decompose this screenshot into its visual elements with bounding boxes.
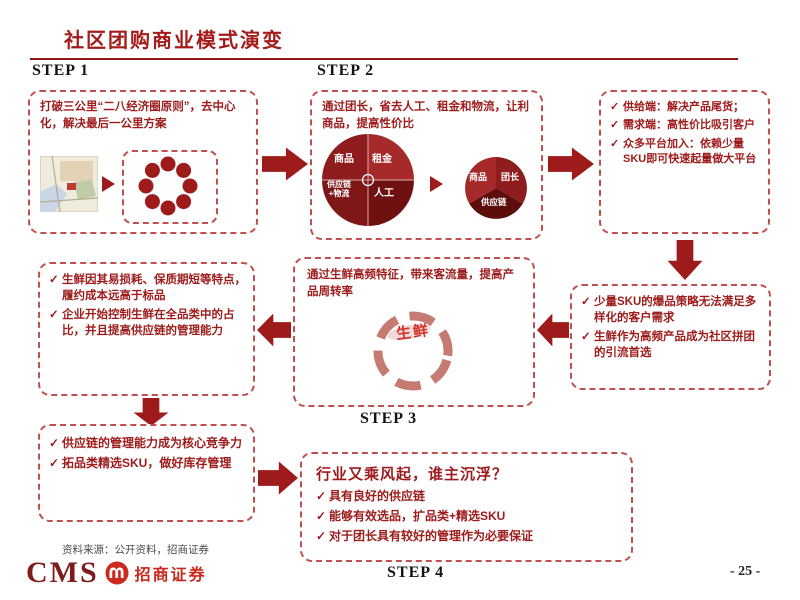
mini-arrow-pies-icon bbox=[430, 176, 443, 192]
pie-label-labor: 人工 bbox=[374, 188, 394, 199]
box-step4-title: 行业又乘风起，谁主沉浮？ bbox=[316, 466, 509, 483]
pie-chart-new-model: 商品 团长 供应链 bbox=[462, 154, 530, 222]
pie-label-supplychain: 供应链+物流 bbox=[327, 180, 351, 199]
map-region-green bbox=[74, 180, 96, 200]
bullet-text: 生鲜因其易损耗、保质期短等特点，履约成本远高于标品 bbox=[62, 274, 246, 303]
list-item: ✓企业开始控制生鲜在全品类中的占比，并且提高供应链的管理能力 bbox=[49, 307, 248, 339]
mini-arrow-right-icon bbox=[102, 176, 115, 192]
map-region-red bbox=[67, 183, 76, 190]
page-number: - 25 - bbox=[730, 564, 761, 579]
pie-slice-labor bbox=[368, 180, 414, 226]
list-item: ✓供给端：解决产品尾货； bbox=[610, 100, 763, 115]
bullet-text: 企业开始控制生鲜在全品类中的占比，并且提高供应链的管理能力 bbox=[62, 309, 235, 338]
list-item: ✓能够有效选品，扩品类+精选SKU bbox=[316, 508, 621, 525]
flow-arrow-fresh-supply bbox=[133, 398, 169, 426]
box-supply: ✓供应链的管理能力成为核心竞争力 ✓拓品类精选SKU，做好库存管理 bbox=[38, 424, 255, 522]
map-thumbnail bbox=[40, 156, 98, 212]
check-icon: ✓ bbox=[49, 274, 59, 286]
list-item: ✓少量SKU的爆品策略无法满足多样化的客户需求 bbox=[581, 294, 764, 326]
flow-arrow-sku-step3 bbox=[537, 313, 569, 347]
box-step2-text: 通过团长，省去人工、租金和物流，让利商品，提高性价比 bbox=[322, 101, 529, 130]
check-icon: ✓ bbox=[581, 331, 591, 344]
list-item: ✓生鲜作为高频产品成为社区拼团的引流首选 bbox=[581, 329, 764, 361]
map-region-tan bbox=[60, 161, 93, 181]
pie-label-leader: 团长 bbox=[501, 172, 520, 182]
pie-cost-svg bbox=[322, 134, 414, 226]
page-title: 社区团购商业模式演变 bbox=[64, 30, 284, 52]
pie-label-goods: 商品 bbox=[334, 154, 354, 165]
pie-label-rent: 租金 bbox=[372, 154, 392, 165]
pie-new-svg bbox=[465, 157, 527, 219]
pie-slice-rent bbox=[368, 134, 414, 180]
check-icon: ✓ bbox=[49, 309, 59, 322]
flow-arrow-step3-fresh bbox=[257, 313, 291, 347]
box-sku: ✓少量SKU的爆品策略无法满足多样化的客户需求 ✓生鲜作为高频产品成为社区拼团的… bbox=[570, 284, 771, 390]
title-rule bbox=[30, 58, 738, 60]
check-icon: ✓ bbox=[610, 119, 620, 132]
box-step1-text: 打破三公里“二八经济圈原则”，去中心化，解决最后一公里方案 bbox=[40, 101, 236, 130]
cms-logo-text: CMS bbox=[26, 556, 99, 589]
pie-slice-supplychain bbox=[322, 180, 368, 226]
pie-slice-supplychain2 bbox=[469, 188, 523, 219]
bullet-text: 供给端：解决产品尾货； bbox=[623, 101, 744, 113]
box-fresh: ✓生鲜因其易损耗、保质期短等特点，履约成本远高于标品 ✓企业开始控制生鲜在全品类… bbox=[38, 262, 255, 396]
bullet-text: 拓品类精选SKU，做好库存管理 bbox=[62, 455, 232, 470]
bullet-text: 供应链的管理能力成为核心竞争力 bbox=[62, 436, 243, 450]
map-region-blue bbox=[40, 184, 67, 212]
bullet-text: 众多平台加入：依赖少量SKU即可快速起量做大平台 bbox=[623, 137, 757, 166]
fresh-cycle-icon bbox=[373, 311, 453, 391]
box-step2: 通过团长，省去人工、租金和物流，让利商品，提高性价比 商品 租金 人工 供应链+… bbox=[310, 90, 543, 240]
box-step3-text: 通过生鲜高频特征，带来客流量，提高产品周转率 bbox=[307, 269, 514, 298]
list-item: ✓供应链的管理能力成为核心竞争力 bbox=[49, 435, 248, 452]
flow-arrow-supply-step4 bbox=[258, 461, 298, 495]
community-dots bbox=[138, 156, 198, 216]
flow-arrow-platform-sku bbox=[667, 240, 703, 280]
box-step3: 通过生鲜高频特征，带来客流量，提高产品周转率 生鲜 bbox=[293, 257, 535, 407]
flow-arrow-step1-step2 bbox=[262, 147, 308, 181]
list-item: ✓生鲜因其易损耗、保质期短等特点，履约成本远高于标品 bbox=[49, 272, 248, 304]
bullet-text: 需求端：高性价比吸引客户 bbox=[623, 119, 755, 132]
source-note: 资料来源：公开资料，招商证券 bbox=[62, 545, 209, 556]
bullet-text: 少量SKU的爆品策略无法满足多样化的客户需求 bbox=[594, 296, 757, 325]
compass-icon bbox=[361, 173, 375, 187]
pie-slice-leader bbox=[496, 157, 527, 204]
bullet-text: 对于团长具有较好的管理作为必要保证 bbox=[329, 528, 534, 543]
step3-label: STEP 3 bbox=[360, 410, 418, 427]
check-icon: ✓ bbox=[49, 436, 60, 450]
bullet-text: 具有良好的供应链 bbox=[329, 489, 426, 503]
check-icon: ✓ bbox=[581, 296, 591, 308]
step1-label: STEP 1 bbox=[32, 62, 90, 79]
check-icon: ✓ bbox=[610, 137, 620, 150]
step2-label: STEP 2 bbox=[317, 62, 375, 79]
box-step1: 打破三公里“二八经济圈原则”，去中心化，解决最后一公里方案 bbox=[28, 90, 258, 234]
list-item: ✓需求端：高性价比吸引客户 bbox=[610, 118, 763, 133]
pie-chart-cost-structure: 商品 租金 人工 供应链+物流 bbox=[320, 132, 416, 228]
check-icon: ✓ bbox=[610, 101, 620, 113]
pie-slice-goods2 bbox=[465, 157, 496, 204]
bullet-text: 生鲜作为高频产品成为社区拼团的引流首选 bbox=[594, 331, 755, 360]
list-item: ✓具有良好的供应链 bbox=[316, 488, 621, 505]
box-step4: 行业又乘风起，谁主沉浮？ ✓具有良好的供应链 ✓能够有效选品，扩品类+精选SKU… bbox=[300, 452, 633, 562]
flow-arrow-step2-platform bbox=[548, 147, 594, 181]
check-icon: ✓ bbox=[316, 508, 327, 523]
pie-label-supplychain2: 供应链 bbox=[481, 197, 507, 207]
check-icon: ✓ bbox=[316, 528, 327, 543]
box-platform: ✓供给端：解决产品尾货； ✓需求端：高性价比吸引客户 ✓众多平台加入：依赖少量S… bbox=[599, 90, 770, 234]
check-icon: ✓ bbox=[316, 489, 327, 503]
step4-label: STEP 4 bbox=[387, 564, 445, 581]
list-item: ✓对于团长具有较好的管理作为必要保证 bbox=[316, 528, 621, 545]
community-dot-cluster bbox=[122, 150, 218, 224]
cms-logo-brand: 招商证券 bbox=[134, 567, 207, 584]
pie-label-goods2: 商品 bbox=[469, 172, 488, 182]
cms-logo: CMS 招商证券 bbox=[26, 558, 207, 588]
list-item: ✓众多平台加入：依赖少量SKU即可快速起量做大平台 bbox=[610, 137, 763, 168]
pie-slice-goods bbox=[322, 134, 368, 180]
bullet-text: 能够有效选品，扩品类+精选SKU bbox=[329, 508, 506, 523]
cms-logo-icon bbox=[105, 561, 129, 585]
list-item: ✓拓品类精选SKU，做好库存管理 bbox=[49, 455, 248, 472]
check-icon: ✓ bbox=[49, 455, 60, 470]
